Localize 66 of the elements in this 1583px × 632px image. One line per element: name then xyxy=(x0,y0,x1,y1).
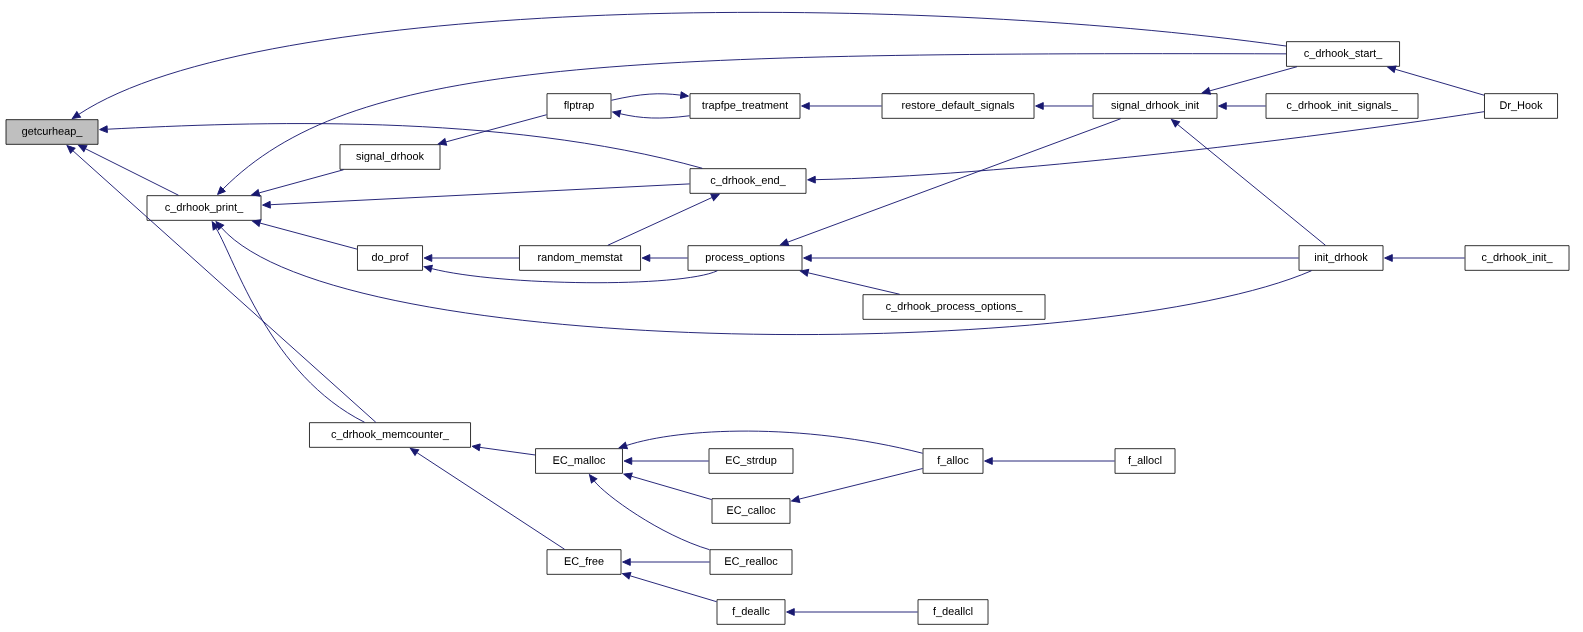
arrow xyxy=(786,608,919,616)
arrow xyxy=(215,221,1312,335)
arrow xyxy=(803,254,1300,262)
function-box: trapfpe_treatment xyxy=(689,93,801,119)
arrow xyxy=(99,123,703,169)
arrow xyxy=(437,114,548,146)
function-box: init_drhook xyxy=(1298,245,1384,271)
arrow xyxy=(984,457,1116,465)
function-box: EC_strdup xyxy=(708,448,794,474)
function-box: c_drhook_init_signals_ xyxy=(1265,93,1419,119)
arrow xyxy=(622,572,718,603)
arrow xyxy=(612,109,691,119)
arrow xyxy=(251,169,345,197)
arrow xyxy=(217,53,1287,195)
arrow xyxy=(589,474,711,551)
function-box: c_drhook_start_ xyxy=(1286,41,1400,67)
arrow xyxy=(623,472,713,501)
function-box: process_options xyxy=(687,245,803,271)
arrow xyxy=(71,12,1287,120)
function-box: signal_drhook_init xyxy=(1092,93,1218,119)
arrow xyxy=(1384,254,1466,262)
function-box: c_drhook_print_ xyxy=(146,195,262,221)
function-box: EC_free xyxy=(546,549,622,575)
arrow xyxy=(800,268,901,295)
arrow xyxy=(1035,102,1094,110)
arrow xyxy=(410,447,566,550)
function-box: do_prof xyxy=(357,245,423,271)
function-box: f_deallcl xyxy=(917,599,989,625)
arrow xyxy=(1387,65,1485,96)
arrow xyxy=(262,183,691,209)
function-box: f_alloc xyxy=(922,448,984,474)
arrow xyxy=(607,193,720,246)
arrow xyxy=(252,219,358,250)
arrow xyxy=(791,468,924,503)
arrow xyxy=(801,102,883,110)
arrow xyxy=(610,91,689,101)
arrow xyxy=(1218,102,1267,110)
arrow xyxy=(423,254,520,262)
function-box: EC_calloc xyxy=(711,498,791,524)
function-box: getcurheap_ xyxy=(5,119,99,145)
function-box: f_allocl xyxy=(1114,448,1176,474)
arrow xyxy=(807,111,1485,184)
arrow xyxy=(779,118,1122,246)
function-box: random_memstat xyxy=(519,245,641,271)
function-box: c_drhook_memcounter_ xyxy=(309,422,471,448)
arrow xyxy=(471,443,536,456)
function-box: EC_malloc xyxy=(535,448,623,474)
function-box: restore_default_signals xyxy=(881,93,1035,119)
arrow xyxy=(423,264,718,284)
function-box: flptrap xyxy=(546,93,612,119)
arrow xyxy=(618,430,924,454)
arrow xyxy=(78,144,179,196)
function-box: signal_drhook xyxy=(339,144,441,170)
arrow xyxy=(622,558,711,566)
function-box: Dr_Hook xyxy=(1484,93,1558,119)
arrow xyxy=(66,145,377,423)
arrow xyxy=(1201,66,1298,95)
arrow xyxy=(211,221,365,423)
function-box: EC_realloc xyxy=(709,549,793,575)
arrow xyxy=(641,254,689,262)
function-box: c_drhook_end_ xyxy=(689,168,807,194)
arrow xyxy=(623,457,710,465)
function-box: c_drhook_init_ xyxy=(1464,245,1570,271)
function-box: c_drhook_process_options_ xyxy=(862,294,1046,320)
arrow xyxy=(1171,119,1326,246)
function-box: f_deallc xyxy=(716,599,786,625)
